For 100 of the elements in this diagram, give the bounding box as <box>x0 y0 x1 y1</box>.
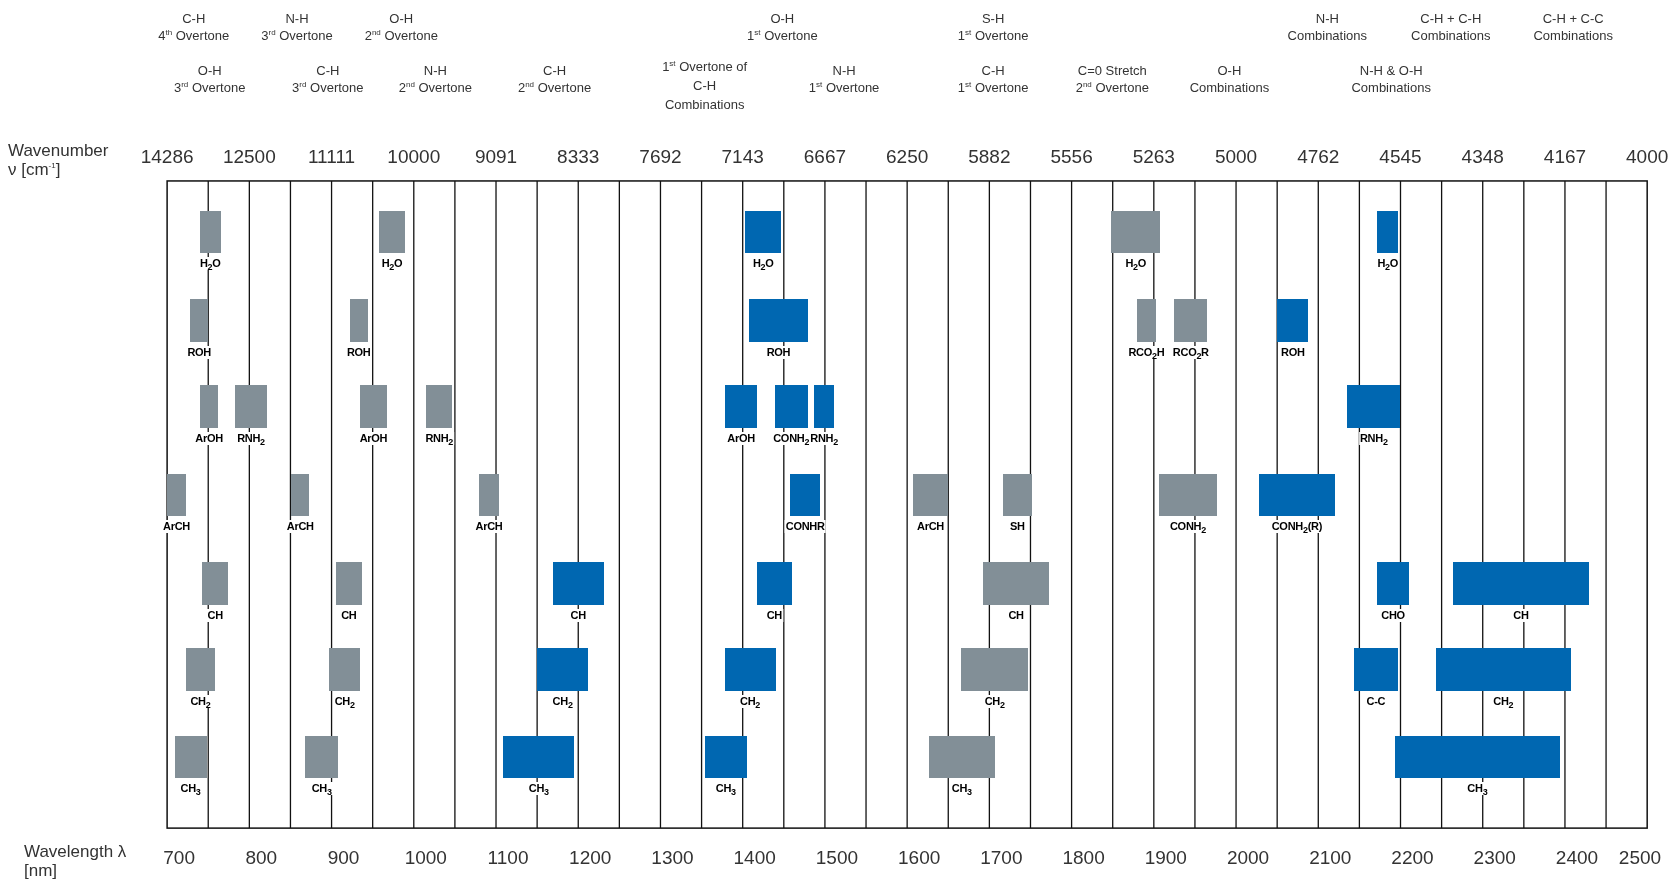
wavenumber-tick-label: 4167 <box>1543 145 1587 168</box>
wavenumber-tick-label: 5000 <box>1214 145 1258 168</box>
band-region-heading: 1$^{st}$ Overtone <box>957 79 1029 96</box>
band-label: H$_{2}$O <box>751 257 775 271</box>
band-label: CH$_{3}$ <box>1466 782 1489 796</box>
wavenumber-tick-label: 10000 <box>387 145 441 168</box>
band-label: CH <box>569 608 587 622</box>
wavelength-tick-label: 1900 <box>1144 847 1187 870</box>
wavenumber-tick-label: 9091 <box>474 145 518 168</box>
wavelength-tick-label: 2100 <box>1309 847 1352 870</box>
wavelength-tick-label: 700 <box>163 847 195 870</box>
wavelength-tick-label: 2200 <box>1391 847 1434 870</box>
wavelength-tick-label: 1000 <box>404 847 447 870</box>
wavelength-tick-label: 800 <box>245 847 278 870</box>
wavenumber-tick-label: 14286 <box>140 145 194 168</box>
band-region-heading: C=0 Stretch <box>1077 62 1147 79</box>
band-region-heading: Combinations <box>1351 79 1431 96</box>
band-region-heading: N-H & O-H <box>1359 62 1423 79</box>
band-region-heading: S-H <box>981 10 1005 27</box>
band-region-heading: N-H <box>423 62 447 79</box>
band-region-heading: O-H <box>1217 62 1242 79</box>
axis-title: Wavelength λ [nm] <box>24 841 128 880</box>
band-region-heading: C-H <box>182 10 206 27</box>
band-label: ArOH <box>726 431 756 445</box>
band-label: RNH$_{2}$ <box>424 431 455 445</box>
wavelength-tick-label: 2400 <box>1555 847 1599 870</box>
band-region-heading: Combinations <box>1533 27 1613 44</box>
band-label: CH <box>206 608 224 622</box>
band-region-heading: C-H <box>316 62 340 79</box>
band-region-heading: 2$^{nd}$ Overtone <box>1075 79 1149 96</box>
band-label: RNH$_{2}$ <box>809 431 839 445</box>
band-label: CH$_{2}$ <box>333 694 356 708</box>
band-label: RNH$_{2}$ <box>236 431 266 445</box>
wavelength-tick-label: 1400 <box>733 847 776 870</box>
wavenumber-tick-label: 8333 <box>557 145 600 168</box>
band-label: ROH <box>1280 345 1306 359</box>
band-label: CH <box>1007 608 1025 622</box>
band-label: CONH$_{2}$ <box>1169 520 1207 534</box>
band-region-heading: 4$^{th}$ Overtone <box>158 27 230 44</box>
wavenumber-tick-label: 5263 <box>1132 145 1175 168</box>
band-label: CH$_{3}$ <box>179 782 202 796</box>
wavelength-tick-label: 1500 <box>815 847 859 870</box>
band-label: ArCH <box>285 520 315 534</box>
band-label: CH$_{2}$ <box>739 694 762 708</box>
band-label: CONH$_{2}$ <box>772 431 811 445</box>
band-label: CH$_{3}$ <box>950 782 973 796</box>
band-region-heading: 3$^{rd}$ Overtone <box>292 79 364 96</box>
band-region-heading: O-H <box>389 10 414 27</box>
band-region-heading: Combinations <box>664 96 745 113</box>
band-region-heading: 1$^{st}$ Overtone <box>957 27 1029 44</box>
band-region-heading: 3$^{rd}$ Overtone <box>261 27 333 44</box>
band-region-heading: Combinations <box>1287 27 1368 44</box>
band-region-heading: 1$^{st}$ Overtone <box>808 79 880 96</box>
wavelength-tick-label: 2000 <box>1226 847 1270 870</box>
band-region-heading: O-H <box>770 10 795 27</box>
band-region-heading: 1$^{st}$ Overtone <box>747 27 818 44</box>
band-label: ArCH <box>474 520 504 534</box>
band-label: CH$_{2}$ <box>551 694 574 708</box>
wavenumber-tick-label: 5882 <box>968 145 1011 168</box>
wavelength-tick-label: 2500 <box>1618 847 1662 870</box>
band-label: CH$_{3}$ <box>527 782 550 796</box>
band-label: ArOH <box>358 431 389 445</box>
band-label: RCO$_{2}$R <box>1171 345 1210 359</box>
wavelength-tick-label: 1100 <box>487 847 529 870</box>
band-region-heading: Combinations <box>1411 27 1491 44</box>
band-label: ROH <box>765 345 792 359</box>
band-label: H$_{2}$O <box>380 257 404 271</box>
band-label: CH$_{2}$ <box>189 694 212 708</box>
band-label: ArOH <box>194 431 224 445</box>
band-label: ArCH <box>162 520 191 534</box>
band-label: RNH$_{2}$ <box>1358 431 1389 445</box>
band-region-heading: C-H + C-C <box>1542 10 1604 27</box>
band-region-heading: O-H <box>197 62 222 79</box>
wavenumber-tick-label: 4762 <box>1297 145 1340 168</box>
band-label: H$_{2}$O <box>1376 257 1400 271</box>
band-region-heading: 3$^{rd}$ Overtone <box>173 79 246 96</box>
wavenumber-tick-label: 11111 <box>307 145 356 168</box>
band-label: H$_{2}$O <box>198 257 222 271</box>
wavelength-tick-label: 2300 <box>1473 847 1516 870</box>
band-region-heading: C-H <box>543 62 567 79</box>
band-label: CONH$_{2}$(R) <box>1270 520 1323 534</box>
wavenumber-tick-label: 7143 <box>721 145 764 168</box>
wavenumber-tick-label: 4545 <box>1379 145 1422 168</box>
band-label: CH$_{3}$ <box>310 782 333 796</box>
wavelength-tick-label: 1600 <box>898 847 941 870</box>
band-label: CH <box>1512 608 1530 622</box>
band-region-heading: 1$^{st}$ Overtone of <box>662 58 748 75</box>
axis-title: Wavenumber ν [cm$^{-1}$] <box>8 140 110 179</box>
wavenumber-tick-label: 12500 <box>222 145 276 168</box>
wavenumber-tick-label: 7692 <box>639 145 682 168</box>
band-label: H$_{2}$O <box>1124 257 1148 271</box>
band-region-heading: C-H <box>981 62 1005 79</box>
band-label: ROH <box>186 345 212 359</box>
band-region-heading: N-H <box>832 62 856 79</box>
wavenumber-tick-label: 4000 <box>1626 145 1669 168</box>
wavenumber-tick-label: 6250 <box>886 145 929 168</box>
band-region-heading: 2$^{nd}$ Overtone <box>364 27 438 44</box>
wavenumber-tick-label: 6667 <box>803 145 847 168</box>
band-label: CONHR <box>784 520 826 534</box>
band-label: C-C <box>1365 694 1387 708</box>
